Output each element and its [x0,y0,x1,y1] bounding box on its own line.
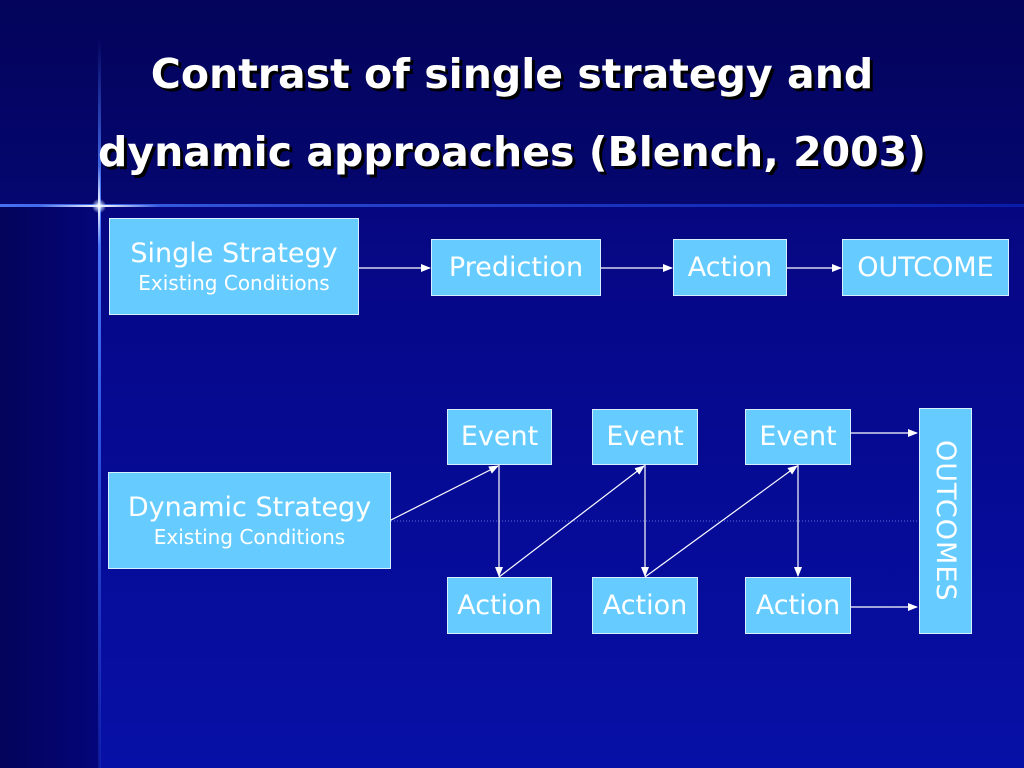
slide-title-line-2: dynamic approaches (Blench, 2003) [98,128,926,176]
action-label-1: Action [457,589,542,621]
event-box-1: Event [447,409,552,465]
single-strategy-box: Single Strategy Existing Conditions [109,218,359,315]
action-label-3: Action [755,589,841,621]
single-strategy-label: Single Strategy [130,238,338,270]
prediction-label: Prediction [448,251,584,283]
event-label-3: Event [759,421,837,453]
single-action-label: Action [687,251,773,283]
action-box-1: Action [447,577,552,634]
arrow-dynamic-to-event-1 [390,465,499,521]
dynamic-strategy-box: Dynamic Strategy Existing Conditions [108,472,391,569]
left-band [0,207,100,768]
outcomes-box: OUTCOMES [919,408,972,634]
slide-title-line-1: Contrast of single strategy and [150,50,874,98]
event-box-3: Event [745,409,851,465]
arrow-action-1-to-event-2 [498,465,645,578]
dynamic-strategy-label: Dynamic Strategy [127,492,372,524]
single-strategy-sublabel: Existing Conditions [138,270,330,295]
event-label-1: Event [460,421,539,453]
single-action-box: Action [673,239,787,296]
event-box-2: Event [592,409,698,465]
action-label-2: Action [602,589,688,621]
action-box-3: Action [745,577,851,634]
horizontal-rule [0,204,1024,207]
arrow-action-2-to-event-3 [644,465,798,578]
outcome-label: OUTCOME [857,251,994,283]
action-box-2: Action [592,577,698,634]
dynamic-strategy-sublabel: Existing Conditions [153,524,346,549]
vertical-rule [98,40,101,768]
prediction-box: Prediction [431,239,601,296]
outcome-box: OUTCOME [842,239,1009,296]
outcomes-label: OUTCOMES [930,440,962,602]
event-label-2: Event [606,421,684,453]
title-band [0,0,1024,207]
